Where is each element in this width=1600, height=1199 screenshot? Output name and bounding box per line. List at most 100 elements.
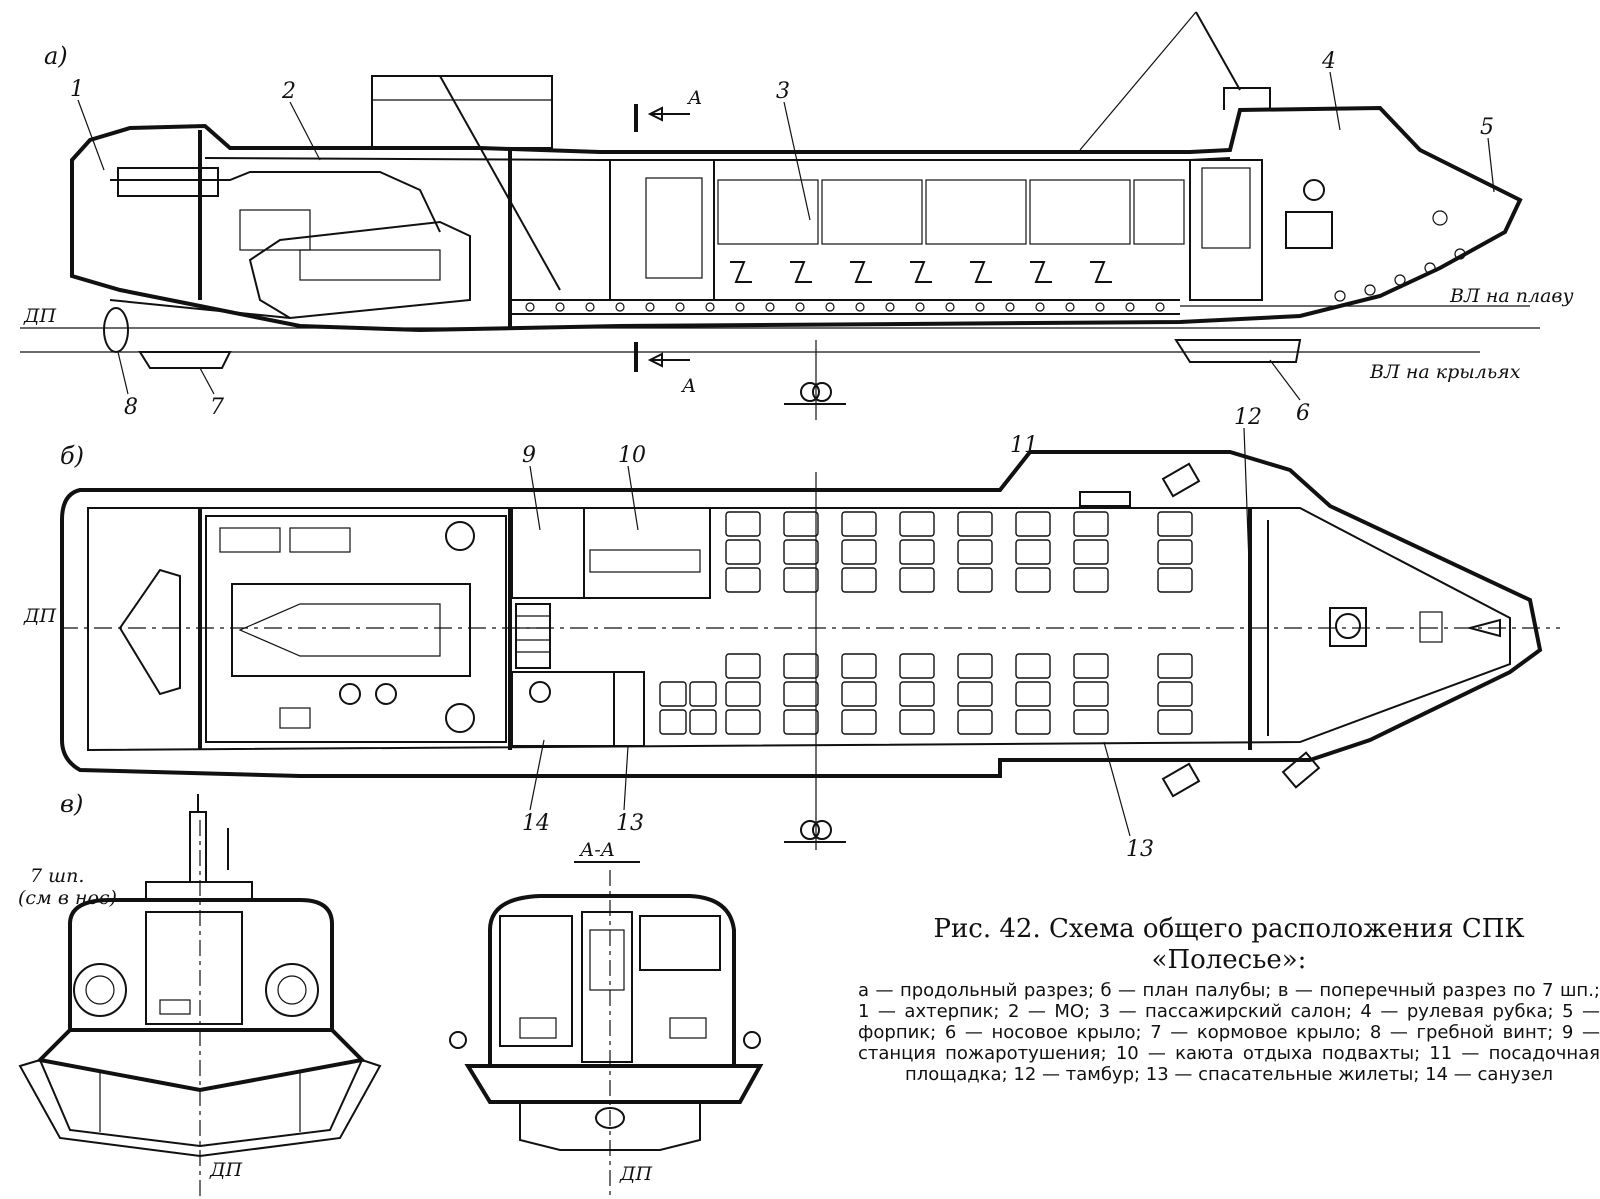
hull-front-bottom xyxy=(35,1028,367,1093)
callout-13-fwd: 13 xyxy=(1126,837,1154,862)
fire-station xyxy=(511,507,585,599)
mast-stay xyxy=(1079,11,1197,151)
callout-14: 14 xyxy=(522,811,550,836)
seat xyxy=(1015,709,1051,735)
callout-8: 8 xyxy=(124,395,138,420)
tank xyxy=(239,209,311,251)
dp-label-plan: ДП xyxy=(23,605,56,627)
bow-arrow xyxy=(1466,618,1501,638)
seat xyxy=(725,511,761,537)
propeller xyxy=(103,307,129,353)
section-aa-body xyxy=(488,894,736,1068)
salon-seats-side xyxy=(730,261,1112,283)
seat xyxy=(841,653,877,679)
dp-label-side: ДП xyxy=(23,305,56,327)
aft-foil xyxy=(138,351,232,369)
seat xyxy=(725,567,761,593)
salon-partition-fwd xyxy=(1189,159,1263,301)
wc-bowl xyxy=(529,681,551,703)
callout-11: 11 xyxy=(1010,433,1038,458)
section-a-top-label: А xyxy=(686,87,702,109)
bollard-port xyxy=(1161,762,1201,798)
mast xyxy=(1195,11,1241,91)
passenger-seats xyxy=(659,511,1193,735)
deck-plan-outline xyxy=(60,450,1543,778)
seat xyxy=(1015,539,1051,565)
generator-aft xyxy=(445,703,475,733)
callout-7: 7 xyxy=(210,395,224,420)
salon-windows xyxy=(717,179,1185,245)
lifebuoy-right xyxy=(265,963,319,1017)
section-marker-a: А А xyxy=(634,87,702,397)
caption-legend: а — продольный разрез; б — план палубы; … xyxy=(858,980,1600,1085)
seat xyxy=(1157,511,1193,537)
helm-plan xyxy=(1335,613,1361,639)
aa-window xyxy=(639,915,721,971)
seat xyxy=(659,681,687,707)
seat xyxy=(1157,653,1193,679)
seat xyxy=(957,511,993,537)
seat xyxy=(957,539,993,565)
seat xyxy=(1073,681,1109,707)
seat xyxy=(1073,539,1109,565)
seat xyxy=(1015,681,1051,707)
seat xyxy=(957,567,993,593)
callout-3: 3 xyxy=(776,79,790,104)
callout-10: 10 xyxy=(618,443,646,468)
bow-foil-front xyxy=(18,1058,382,1158)
hull-front-body xyxy=(68,898,334,1032)
seat xyxy=(841,567,877,593)
section-aa-title: А-А xyxy=(578,839,615,861)
seat xyxy=(1157,567,1193,593)
seat xyxy=(689,709,717,735)
hull-side-outline xyxy=(70,105,1523,333)
wl-foils-label: ВЛ на крыльях xyxy=(1369,361,1521,383)
seat xyxy=(659,709,687,735)
caption-title: Рис. 42. Схема общего расположения СПК «… xyxy=(933,914,1525,975)
crew-cabin xyxy=(583,507,711,599)
figure-caption: Рис. 42. Схема общего расположения СПК «… xyxy=(858,914,1600,1085)
seat xyxy=(899,511,935,537)
seat xyxy=(899,653,935,679)
seat xyxy=(689,681,717,707)
helm-wheel xyxy=(1303,179,1325,201)
seat xyxy=(783,511,819,537)
seat xyxy=(1015,567,1051,593)
stair-diagonal xyxy=(439,75,561,291)
seat xyxy=(899,539,935,565)
view-b-label: б) xyxy=(60,442,84,470)
seat xyxy=(841,709,877,735)
seat xyxy=(899,709,935,735)
bow-portholes xyxy=(1334,210,1466,302)
gangway xyxy=(1079,491,1131,507)
deck-line xyxy=(204,157,1231,161)
seat xyxy=(1157,681,1193,707)
stairs-plan xyxy=(515,603,551,669)
seat xyxy=(1073,511,1109,537)
seat xyxy=(1073,567,1109,593)
seat xyxy=(957,709,993,735)
fwd-door xyxy=(1201,167,1251,249)
exhaust-pipe xyxy=(110,171,441,233)
callout-5: 5 xyxy=(1480,115,1494,140)
seat xyxy=(783,539,819,565)
seat xyxy=(841,681,877,707)
seat xyxy=(725,653,761,679)
seat xyxy=(1073,709,1109,735)
propeller-shaft xyxy=(109,299,291,319)
callout-1: 1 xyxy=(70,77,84,102)
bottom-band xyxy=(510,299,1180,315)
midship-symbol-side xyxy=(784,340,846,420)
callout-12: 12 xyxy=(1234,405,1262,430)
salon-partition-aft xyxy=(609,159,715,301)
frame-label: 7 шп. xyxy=(30,865,84,887)
engine-bed xyxy=(231,583,471,677)
callout-6: 6 xyxy=(1296,401,1310,426)
bollard-bow-port xyxy=(1281,751,1321,789)
main-engine xyxy=(248,220,471,320)
front-door xyxy=(145,911,243,1025)
seat xyxy=(957,681,993,707)
wl-float-label: ВЛ на плаву xyxy=(1449,285,1573,307)
seat xyxy=(725,539,761,565)
seat xyxy=(1015,653,1051,679)
